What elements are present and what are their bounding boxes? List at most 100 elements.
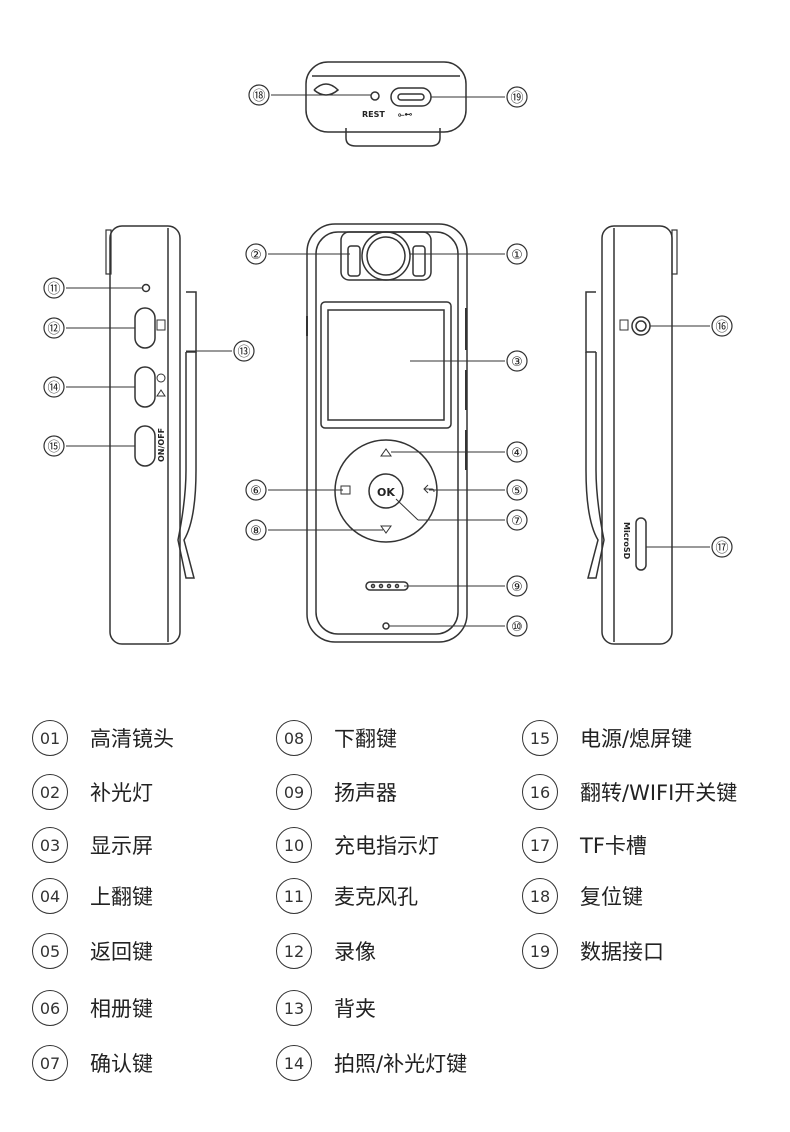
nav-ring <box>334 439 438 543</box>
tf-card-slot <box>635 517 647 571</box>
callout-16-text: ⑯ <box>715 320 728 335</box>
legend-label: 返回键 <box>90 940 153 964</box>
reset-label: REST <box>362 110 385 119</box>
mic-hole <box>141 283 151 293</box>
legend-number: 03 <box>32 827 68 863</box>
legend-label: 补光灯 <box>90 781 153 805</box>
legend-number: 05 <box>32 933 68 969</box>
callout-11-text: ⑪ <box>47 282 60 297</box>
legend-label: 扬声器 <box>334 781 397 805</box>
usb-port <box>390 87 432 107</box>
down-arrow-icon <box>380 525 392 534</box>
display-screen <box>320 301 452 429</box>
legend-item: 13 背夹 <box>276 988 376 1028</box>
legend-label: 翻转/WIFI开关键 <box>580 781 738 805</box>
legend-number: 04 <box>32 878 68 914</box>
callout-6-text: ⑥ <box>250 484 262 499</box>
callout-19-text: ⑲ <box>510 91 523 106</box>
legend-label: 麦克风孔 <box>334 885 418 909</box>
ok-button <box>368 473 404 509</box>
photo-button <box>134 366 156 408</box>
legend-label: 显示屏 <box>90 834 153 858</box>
legend-number: 09 <box>276 774 312 810</box>
callout-14-text: ⑭ <box>47 381 60 396</box>
record-button <box>134 307 156 349</box>
legend-label: TF卡槽 <box>580 834 647 858</box>
callout-16 <box>711 315 733 337</box>
legend-label: 背夹 <box>334 997 376 1021</box>
callout-3-text: ③ <box>511 355 523 370</box>
legend-label: 录像 <box>334 940 376 964</box>
right-side-body <box>601 225 673 645</box>
callout-12-text: ⑫ <box>47 322 60 337</box>
back-clip <box>186 291 197 353</box>
legend-label: 确认键 <box>90 1052 153 1076</box>
legend-item: 09 扬声器 <box>276 772 397 812</box>
reset-hole <box>370 91 380 101</box>
legend-item: 07 确认键 <box>32 1043 153 1083</box>
callout-17 <box>711 536 733 558</box>
legend-number: 16 <box>522 774 558 810</box>
sd-label: MicroSD <box>622 522 631 560</box>
callout-4 <box>506 441 528 463</box>
left-side-body <box>109 225 181 645</box>
callout-10 <box>506 615 528 637</box>
legend-label: 数据接口 <box>580 940 664 964</box>
legend-number: 02 <box>32 774 68 810</box>
up-arrow-icon <box>380 448 392 457</box>
callout-5-text: ⑤ <box>511 484 523 499</box>
legend-item: 17 TF卡槽 <box>522 825 647 865</box>
callout-3 <box>506 350 528 372</box>
front-body <box>306 223 468 643</box>
callout-18 <box>248 84 270 106</box>
legend-label: 复位键 <box>580 885 643 909</box>
legend-label: 充电指示灯 <box>334 834 439 858</box>
device-diagram: REST ⟜⊷ OK <box>43 61 733 645</box>
legend-item: 11 麦克风孔 <box>276 876 418 916</box>
callout-numbers: ① ② ③ ④ ⑤ ⑥ ⑦ ⑧ ⑨ ⑩ ⑪ ⑫ ⑬ ⑭ ⑮ ⑯ ⑰ ⑱ ⑲ <box>47 89 728 635</box>
callout-8 <box>245 519 267 541</box>
callout-15-text: ⑮ <box>47 440 60 455</box>
legend-label: 下翻键 <box>334 727 397 751</box>
fill-light-right <box>412 245 426 277</box>
legend-label: 高清镜头 <box>90 727 174 751</box>
legend-item: 15 电源/熄屏键 <box>522 718 692 758</box>
callout-18-text: ⑱ <box>252 89 265 104</box>
callout-8-text: ⑧ <box>250 524 262 539</box>
callout-2-text: ② <box>250 248 262 263</box>
fill-light-left <box>347 245 361 277</box>
legend-number: 14 <box>276 1045 312 1081</box>
legend-number: 11 <box>276 878 312 914</box>
legend-item: 19 数据接口 <box>522 931 664 971</box>
legend-item: 08 下翻键 <box>276 718 397 758</box>
back-icon <box>423 484 435 494</box>
legend-label: 电源/熄屏键 <box>580 727 693 751</box>
callout-9 <box>506 575 528 597</box>
legend-number: 18 <box>522 878 558 914</box>
callout-7 <box>506 509 528 531</box>
legend-item: 04 上翻键 <box>32 876 153 916</box>
callout-6 <box>245 479 267 501</box>
legend-item: 02 补光灯 <box>32 772 153 812</box>
legend-number: 13 <box>276 990 312 1026</box>
callout-2 <box>245 243 267 265</box>
callout-5 <box>506 479 528 501</box>
front-view: OK <box>268 223 505 643</box>
ok-label: OK <box>377 486 395 499</box>
callout-1 <box>506 243 528 265</box>
legend-number: 15 <box>522 720 558 756</box>
callout-12 <box>43 317 65 339</box>
legend-number: 08 <box>276 720 312 756</box>
legend-number: 19 <box>522 933 558 969</box>
legend-number: 06 <box>32 990 68 1026</box>
power-button <box>134 425 156 467</box>
legend-item: 16 翻转/WIFI开关键 <box>522 772 737 812</box>
legend-label: 上翻键 <box>90 885 153 909</box>
legend-number: 07 <box>32 1045 68 1081</box>
legend-number: 17 <box>522 827 558 863</box>
callout-1-text: ① <box>511 248 523 263</box>
callout-markers <box>43 84 733 637</box>
